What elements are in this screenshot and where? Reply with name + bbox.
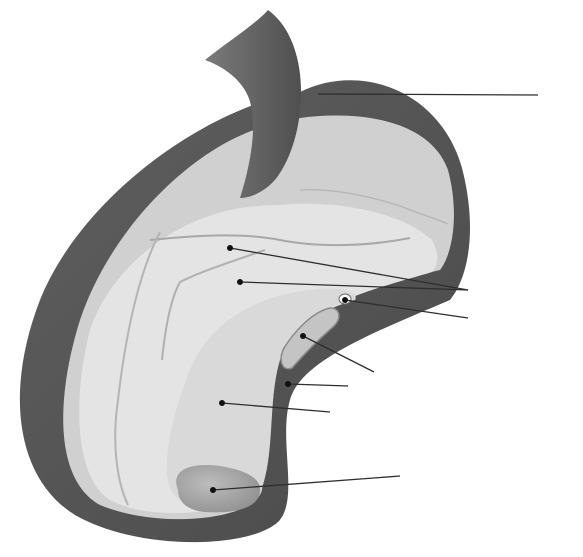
dot-micropyle (342, 297, 348, 303)
dot-plumule (300, 333, 306, 339)
dot-embryo (219, 400, 225, 406)
dot-radicle (210, 487, 216, 493)
dot-hilum (285, 381, 291, 387)
dot-endosperm-b (237, 279, 243, 285)
dot-endosperm-a (227, 245, 233, 251)
